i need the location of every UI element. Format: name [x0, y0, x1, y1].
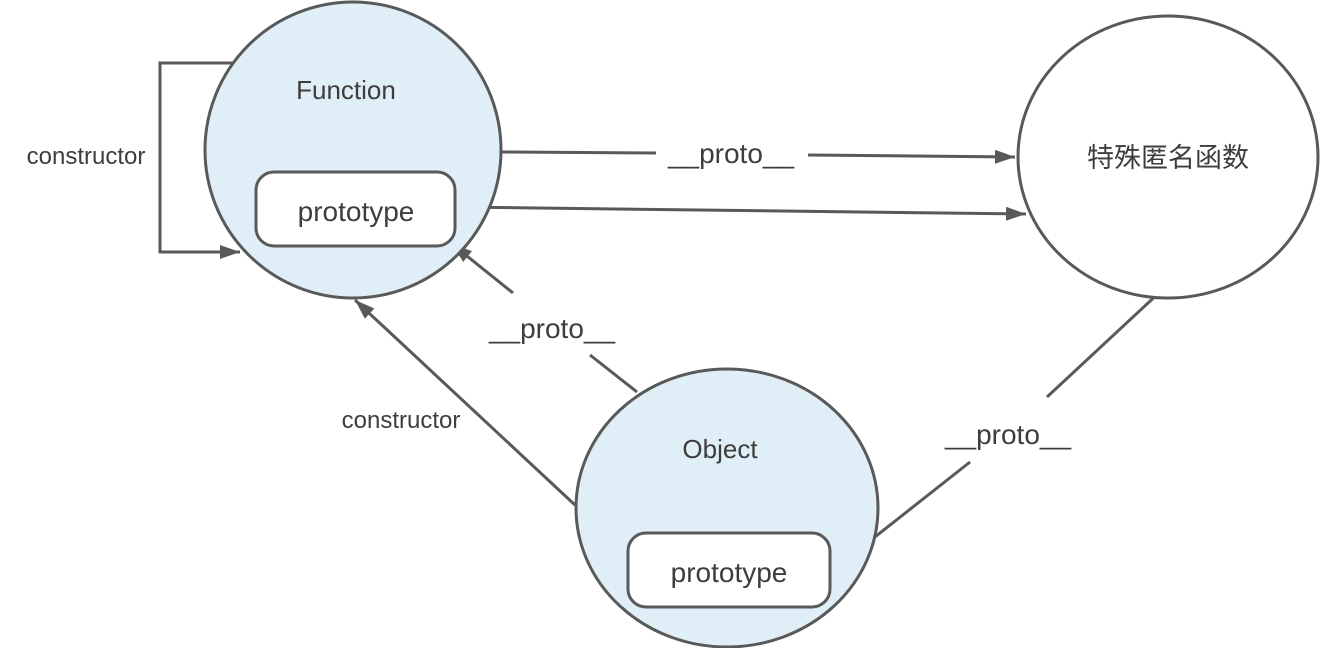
edge-function-to-special-proto-seg2 [807, 149, 1016, 164]
edge-label-proto-middle: __proto__ [488, 313, 616, 344]
object-label: Object [682, 434, 758, 464]
object-prototype-box [626, 531, 832, 609]
edge-label-constructor-middle: constructor [342, 407, 461, 434]
edge-object-to-function-constructor [353, 298, 577, 507]
function-prototype-label: prototype [298, 196, 415, 227]
edge-function-to-special-proto-seg1 [500, 150, 657, 155]
edge-special-to-object-prototype-seg1 [1045, 288, 1164, 399]
edge-label-proto-top: __proto__ [667, 138, 795, 169]
edge-label-constructor-left: constructor [27, 143, 146, 170]
special-anonymous-function-circle [1016, 14, 1320, 300]
special-anonymous-function-label: 特殊匿名函数 [1087, 143, 1249, 173]
edge-object-to-function-prototype-seg1 [589, 353, 638, 394]
edge-function-self-constructor [158, 61, 240, 259]
edge-label-proto-bottom: __proto__ [944, 419, 1072, 450]
object-prototype-label: prototype [671, 557, 788, 588]
function-circle [203, 0, 503, 300]
edge-object-to-function-prototype-seg2 [451, 242, 514, 295]
function-prototype-box [254, 170, 457, 248]
function-label: Function [296, 75, 396, 105]
edge-function-prototype-to-special [455, 205, 1027, 221]
